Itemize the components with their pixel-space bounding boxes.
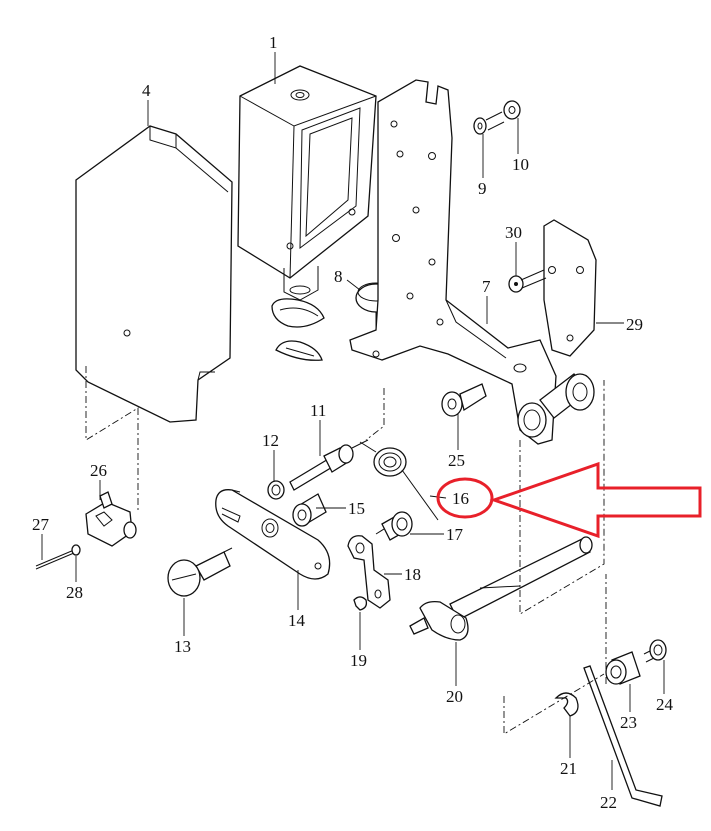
label-19: 19 <box>350 651 367 670</box>
part-7-bracket-plate <box>349 79 557 445</box>
shaft-sleeve <box>539 373 595 419</box>
label-25: 25 <box>448 451 465 470</box>
label-18: 18 <box>404 565 421 584</box>
part-10-screw <box>485 100 521 131</box>
highlight-circle <box>436 477 494 519</box>
part-24-screw <box>643 639 667 663</box>
part-30-screw <box>508 269 547 293</box>
label-29: 29 <box>626 315 643 334</box>
solenoid-plunger-parts <box>271 298 325 361</box>
label-21: 21 <box>560 759 577 778</box>
label-17: 17 <box>446 525 464 544</box>
label-26: 26 <box>90 461 107 480</box>
highlight-marker <box>436 461 702 539</box>
label-22: 22 <box>600 793 617 812</box>
label-1: 1 <box>269 33 278 52</box>
label-28: 28 <box>66 583 83 602</box>
label-14: 14 <box>288 611 306 630</box>
part-22-rod <box>583 665 663 807</box>
part-23-collar <box>605 651 641 685</box>
part-28-washer <box>71 544 81 556</box>
label-13: 13 <box>174 637 191 656</box>
label-11: 11 <box>310 401 326 420</box>
part-labels: 1 4 7 8 9 10 11 12 13 14 15 16 17 18 19 … <box>32 33 674 812</box>
part-4-cover <box>75 125 233 423</box>
label-7: 7 <box>482 277 491 296</box>
leader-lines <box>41 52 665 790</box>
label-16: 16 <box>452 489 469 508</box>
part-15-collar <box>292 493 327 527</box>
label-24: 24 <box>656 695 674 714</box>
part-29-plate <box>543 219 597 357</box>
label-27: 27 <box>32 515 50 534</box>
label-30: 30 <box>505 223 522 242</box>
part-12-bushing <box>267 480 285 500</box>
part-20-shaft <box>409 536 593 641</box>
part-21-ring <box>554 692 579 717</box>
label-15: 15 <box>348 499 365 518</box>
part-13-screw <box>167 547 233 597</box>
part-25-screw <box>441 383 487 417</box>
label-10: 10 <box>512 155 529 174</box>
part-1-solenoid-box <box>237 65 377 301</box>
part-17-stud <box>375 511 413 541</box>
label-4: 4 <box>142 81 151 100</box>
part-27-screw <box>35 549 75 570</box>
part-26-joint <box>85 491 137 547</box>
part-9-washer <box>473 117 487 135</box>
part-19-ering <box>353 596 368 611</box>
assembly-lines <box>85 366 607 735</box>
highlight-arrow <box>489 461 702 539</box>
part-16-spring <box>359 441 439 521</box>
part-18-bracket <box>347 535 391 609</box>
label-23: 23 <box>620 713 637 732</box>
label-9: 9 <box>478 179 487 198</box>
label-20: 20 <box>446 687 463 706</box>
label-12: 12 <box>262 431 279 450</box>
part-11-pin <box>289 439 369 491</box>
label-8: 8 <box>334 267 343 286</box>
part-14-lever <box>215 489 331 580</box>
